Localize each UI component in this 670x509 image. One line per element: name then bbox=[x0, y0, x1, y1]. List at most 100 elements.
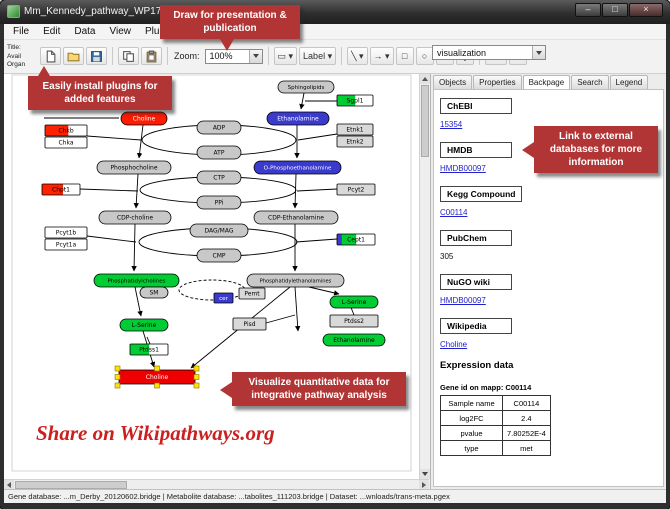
pathway-edge bbox=[131, 223, 137, 272]
visualization-dropdown-button[interactable] bbox=[532, 46, 545, 59]
paste-button[interactable] bbox=[141, 47, 162, 65]
scroll-down-icon bbox=[422, 472, 428, 476]
tab-backpage[interactable]: Backpage bbox=[522, 75, 571, 89]
label-template-button[interactable]: Label ▾ bbox=[299, 47, 337, 65]
gene-id-line: Gene id on mapp: C00114 bbox=[440, 383, 532, 392]
maximize-button[interactable]: □ bbox=[602, 3, 628, 17]
selection-handle[interactable] bbox=[154, 365, 160, 372]
backpage-link-wikipedia[interactable]: Choline bbox=[440, 340, 468, 349]
selection-handle[interactable] bbox=[193, 365, 200, 372]
pathway-node-phosphocholine[interactable]: Phosphocholine bbox=[96, 160, 172, 175]
backpage-link-chebi[interactable]: 15354 bbox=[440, 120, 463, 129]
backpage-link-kegg-compound[interactable]: C00114 bbox=[440, 208, 468, 217]
pathway-node-etnk1[interactable]: Etnk1 bbox=[336, 123, 374, 136]
svg-text:Ptdss1: Ptdss1 bbox=[139, 347, 159, 354]
pathway-node-l-serine[interactable]: L-Serine bbox=[119, 318, 169, 332]
pathway-node-choline[interactable]: Choline bbox=[118, 369, 196, 385]
pathway-node-cer[interactable]: cer bbox=[213, 292, 234, 304]
selection-handle[interactable] bbox=[114, 374, 121, 380]
new-file-button[interactable] bbox=[40, 47, 61, 65]
chevron-down-icon bbox=[536, 50, 542, 55]
menu-item-file[interactable]: File bbox=[13, 26, 30, 37]
pathway-node-phosphatidylethanolamines[interactable]: Phosphatidylethanolamines bbox=[246, 273, 345, 288]
copy-button[interactable] bbox=[118, 47, 139, 65]
tab-search[interactable]: Search bbox=[571, 75, 609, 89]
pathway-node-sm[interactable]: SM bbox=[139, 286, 169, 299]
pathway-node-pcyt2[interactable]: Pcyt2 bbox=[336, 183, 376, 196]
horizontal-scrollbar[interactable] bbox=[4, 479, 429, 490]
zoom-dropdown-button[interactable] bbox=[248, 49, 262, 63]
save-button[interactable] bbox=[86, 47, 107, 65]
open-file-button[interactable] bbox=[63, 47, 84, 65]
scroll-down-button[interactable] bbox=[420, 469, 430, 479]
menu-item-edit[interactable]: Edit bbox=[43, 26, 61, 37]
pathway-svg[interactable]: SphingolipidsSgpl1CholineADPEthanolamine… bbox=[4, 74, 419, 479]
pathway-node-o-phosphoethanolamine[interactable]: O-Phosphoethanolamine bbox=[253, 160, 342, 175]
pathway-node-pisd[interactable]: Pisd bbox=[232, 317, 267, 331]
pathway-node-choline[interactable]: Choline bbox=[120, 111, 168, 126]
pathway-node-l-serine[interactable]: L-Serine bbox=[329, 295, 379, 309]
selection-handle[interactable] bbox=[114, 382, 121, 389]
tab-objects[interactable]: Objects bbox=[433, 75, 473, 89]
scroll-left-icon bbox=[7, 482, 11, 488]
callout-databases-text: Link to external databases for more info… bbox=[549, 131, 643, 168]
title-bar[interactable]: Mm_Kennedy_pathway_WP1771_45176.gpml – □… bbox=[0, 0, 670, 24]
pathway-node-ethanolamine[interactable]: Ethanolamine bbox=[266, 111, 330, 126]
pathway-node-cdp-choline[interactable]: CDP-choline bbox=[98, 210, 172, 225]
pathway-node-ethanolamine[interactable]: Ethanolamine bbox=[322, 333, 386, 347]
pathway-node-ppi[interactable]: PPi bbox=[196, 195, 242, 210]
backpage-link-nugo-wiki[interactable]: HMDB00097 bbox=[440, 296, 486, 305]
tab-legend[interactable]: Legend bbox=[609, 75, 649, 89]
svg-text:L-Serine: L-Serine bbox=[132, 322, 157, 329]
pathway-node-etnk2[interactable]: Etnk2 bbox=[336, 135, 374, 148]
menu-item-data[interactable]: Data bbox=[74, 26, 96, 37]
pathway-node-adp[interactable]: ADP bbox=[196, 120, 242, 135]
pathway-node-pcyt1a[interactable]: Pcyt1a bbox=[44, 238, 88, 251]
horizontal-scroll-thumb[interactable] bbox=[15, 481, 127, 489]
pathway-node-pemt[interactable]: Pemt bbox=[238, 287, 266, 300]
visualization-combobox[interactable]: visualization bbox=[432, 45, 546, 60]
selection-handle[interactable] bbox=[114, 365, 121, 372]
pathway-node-atp[interactable]: ATP bbox=[196, 145, 242, 160]
pathway-node-dag-mag[interactable]: DAG/MAG bbox=[189, 223, 249, 238]
tab-properties[interactable]: Properties bbox=[473, 75, 522, 89]
pathway-node-pcyt1b[interactable]: Pcyt1b bbox=[44, 226, 88, 239]
pathway-node-ptdss1[interactable]: Ptdss1 bbox=[129, 343, 169, 356]
scroll-up-button[interactable] bbox=[420, 74, 430, 84]
datanode-template-button[interactable]: ▭ ▾ bbox=[273, 47, 298, 65]
callout-arrow-left bbox=[220, 382, 232, 398]
app-icon bbox=[7, 5, 20, 18]
pathway-node-cmp[interactable]: CMP bbox=[196, 248, 242, 263]
pathway-node-cdp-ethanolamine[interactable]: CDP-Ethanolamine bbox=[253, 210, 339, 225]
close-button[interactable]: × bbox=[629, 3, 663, 17]
scroll-right-button[interactable] bbox=[419, 480, 429, 490]
vertical-scroll-thumb[interactable] bbox=[421, 85, 429, 157]
svg-text:ADP: ADP bbox=[213, 125, 226, 132]
pathway-node-ptdss2[interactable]: Ptdss2 bbox=[329, 314, 379, 328]
backpage-link-hmdb[interactable]: HMDB00097 bbox=[440, 164, 486, 173]
pathway-node-cept1[interactable]: Cept1 bbox=[336, 233, 376, 246]
pathway-node-chkb[interactable]: Chkb bbox=[44, 124, 88, 137]
arrow-tool-button[interactable]: → ▾ bbox=[369, 47, 394, 65]
pathway-node-chpt1[interactable]: Chpt1 bbox=[41, 183, 81, 196]
rectangle-tool-button[interactable]: □ bbox=[395, 47, 414, 65]
pathway-node-chka[interactable]: Chka bbox=[44, 136, 88, 149]
pathway-node-phosphatidylcholines[interactable]: Phosphatidylcholines bbox=[93, 273, 180, 288]
expression-table-cell: 7.80252E-4 bbox=[502, 425, 551, 441]
menu-item-view[interactable]: View bbox=[109, 26, 131, 37]
minimize-button[interactable]: – bbox=[575, 3, 601, 17]
pathway-node-sphingolipids[interactable]: Sphingolipids bbox=[277, 80, 335, 94]
scroll-left-button[interactable] bbox=[4, 480, 14, 490]
pathway-node-ctp[interactable]: CTP bbox=[196, 170, 242, 185]
vertical-scrollbar[interactable] bbox=[419, 74, 430, 479]
drawing-board-border bbox=[11, 74, 412, 472]
selection-handle[interactable] bbox=[193, 382, 200, 389]
svg-text:Choline: Choline bbox=[133, 116, 156, 123]
selection-handle[interactable] bbox=[154, 382, 160, 389]
selection-handle[interactable] bbox=[193, 374, 200, 380]
line-tool-button[interactable]: ╲ ▾ bbox=[347, 47, 368, 65]
pathway-node-sgpl1[interactable]: Sgpl1 bbox=[336, 94, 374, 107]
oval-tool-button[interactable]: ○ bbox=[415, 47, 434, 65]
